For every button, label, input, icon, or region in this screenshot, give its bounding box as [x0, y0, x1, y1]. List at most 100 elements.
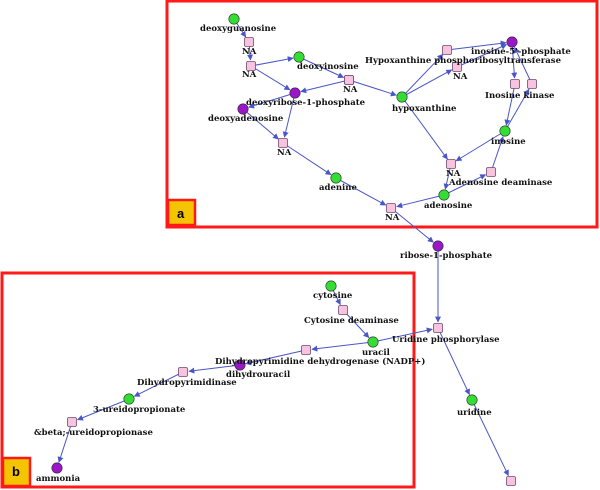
metabolite-label-ribose1p: ribose-1-phosphate: [400, 251, 493, 261]
metabolite-label-ammonia: ammonia: [36, 474, 81, 484]
edge-uracil-to-dpyd: [311, 341, 374, 352]
reaction-label-beta_ureidopropionase: &beta;-ureidopropionase: [34, 428, 153, 438]
edge-na_mid-to-deoxyribose1p: [300, 79, 350, 94]
metabolite-node-adenine[interactable]: [330, 172, 342, 184]
reaction-node-na2[interactable]: [246, 61, 256, 71]
metabolite-node-hypoxanthine[interactable]: [396, 91, 408, 103]
edge-na_mid-to-hypoxanthine: [348, 79, 397, 97]
panel-a-letter: a: [177, 206, 185, 221]
edge-deoxyribose1p-to-deoxyadenosine: [248, 92, 296, 109]
edge-dpyd-to-dihydrouracil: [245, 349, 307, 366]
reaction-node-na3[interactable]: [278, 138, 288, 148]
metabolite-node-deoxyadenosine[interactable]: [237, 103, 249, 115]
panel-a-frame: [165, 0, 599, 229]
metabolite-node-uridine[interactable]: [466, 394, 478, 406]
reaction-label-na1: NA: [242, 47, 257, 57]
reaction-label-dpyd: Dihydropyrimidine dehydrogenase (NADP+): [215, 356, 425, 367]
edge-hypoxanthine-to-na5: [401, 96, 448, 160]
metabolite-label-inosine: inosine: [491, 137, 526, 147]
reaction-label-inosine_kinase: Inosine kinase: [485, 91, 555, 101]
reaction-node-na6[interactable]: [344, 75, 354, 85]
metabolite-label-hypoxanthine: hypoxanthine: [392, 104, 457, 114]
edge-ada-to-inosine: [490, 136, 505, 173]
reaction-node-dihydropyrimidinase[interactable]: [178, 367, 188, 377]
edge-hprt_b-to-imp: [456, 43, 508, 68]
edge-dihydropyrimidinase-to-ureidopropionate: [133, 371, 184, 397]
reaction-node-bottom_reaction[interactable]: [506, 476, 516, 486]
edge-deoxyribose1p-to-na3: [282, 92, 296, 138]
edge-ureidopropionate-to-beta_ureidopropionase: [77, 398, 130, 421]
panel-b-letter: b: [12, 464, 20, 479]
metabolite-node-dihydrouracil[interactable]: [234, 359, 246, 371]
edge-inosine-to-na5: [455, 130, 506, 162]
reaction-node-uridine_phosphorylase[interactable]: [433, 323, 443, 333]
reaction-label-na6: NA: [343, 85, 358, 95]
edge-cytosine_deaminase-to-uracil: [342, 309, 370, 339]
nodes-layer: [51, 13, 537, 486]
metabolite-label-deoxyadenosine: deoxyadenosine: [208, 114, 284, 124]
metabolite-node-ribose1p[interactable]: [432, 240, 444, 252]
reaction-node-cytosine_deaminase[interactable]: [338, 305, 348, 315]
edge-hprt_a-to-imp: [446, 40, 507, 51]
metabolite-label-deoxyribose1p: deoxyribose-1-phosphate: [246, 98, 366, 108]
reaction-label-ada: Adenosine deaminase: [448, 178, 553, 188]
metabolite-label-adenosine: adenosine: [424, 201, 473, 211]
panel-a-badge: a: [166, 198, 197, 227]
reaction-node-beta_ureidopropionase[interactable]: [67, 417, 77, 427]
metabolite-label-ureidopropionate: 3-ureidopropionate: [93, 405, 186, 415]
panel-b-frame: [0, 271, 416, 489]
reaction-node-na1[interactable]: [244, 37, 254, 47]
metabolite-node-adenosine[interactable]: [438, 189, 450, 201]
metabolite-node-imp[interactable]: [506, 36, 518, 48]
edge-imp-to-inosine_kinase: [511, 41, 518, 79]
edge-na3-to-adenine: [282, 142, 332, 176]
reaction-label-hprt_b: NA: [453, 72, 468, 82]
edge-inosine_kinase-to-inosine: [504, 83, 516, 126]
panel-b-badge: b: [1, 456, 32, 488]
reaction-label-na5: NA: [446, 169, 461, 179]
metabolite-node-inosine[interactable]: [499, 125, 511, 137]
metabolite-label-deoxyguanosine: deoxyguanosine: [200, 24, 277, 34]
metabolite-label-adenine: adenine: [319, 183, 357, 193]
metabolite-node-cytosine[interactable]: [325, 280, 337, 292]
edge-uridine-to-bottom_reaction: [471, 399, 509, 477]
reaction-node-inosine_kinase_b[interactable]: [527, 79, 537, 89]
reaction-node-hprt_b[interactable]: [452, 62, 462, 72]
metabolite-label-imp: inosine-5'-phosphate: [471, 47, 571, 57]
metabolite-node-deoxyribose1p[interactable]: [289, 87, 301, 99]
metabolite-node-deoxyinosine[interactable]: [293, 51, 305, 63]
reaction-label-uridine_phosphorylase: Uridine phosphorylase: [392, 335, 500, 345]
edge-adenosine-to-na4: [396, 194, 445, 209]
edge-uracil-to-uridine_phosphorylase: [372, 327, 433, 343]
reaction-label-na2: NA: [242, 70, 257, 80]
reaction-node-dpyd[interactable]: [301, 345, 311, 355]
reaction-label-dihydropyrimidinase: Dihydropyrimidinase: [137, 378, 237, 388]
metabolite-node-ammonia[interactable]: [51, 462, 63, 474]
metabolite-label-deoxyinosine: deoxyinosine: [297, 62, 359, 72]
edge-adenosine-to-ada: [443, 174, 487, 196]
reaction-node-na5[interactable]: [446, 159, 456, 169]
metabolite-node-deoxyguanosine[interactable]: [228, 13, 240, 25]
metabolite-node-uracil[interactable]: [367, 336, 379, 348]
reaction-node-ada[interactable]: [486, 167, 496, 177]
edge-na4-to-ribose1p: [390, 207, 434, 243]
edge-hypoxanthine-to-hprt_b: [401, 69, 453, 98]
metabolite-node-ureidopropionate[interactable]: [123, 393, 135, 405]
edge-na2-to-deoxyribose1p: [250, 65, 291, 91]
reaction-node-na4[interactable]: [386, 203, 396, 213]
edge-na2-to-deoxyinosine: [250, 56, 294, 67]
reaction-label-na4: NA: [385, 213, 400, 223]
reaction-node-inosine_kinase[interactable]: [510, 79, 520, 89]
edge-adenine-to-na4: [335, 177, 387, 206]
reaction-node-hprt_a[interactable]: [442, 45, 452, 55]
metabolite-label-uridine: uridine: [457, 408, 492, 418]
edges-layer: [57, 18, 533, 477]
edge-hypoxanthine-to-hprt_a: [401, 53, 444, 98]
reaction-label-hprt_a: Hypoxanthine phosphoribosyltransferase: [365, 56, 562, 66]
labels-layer: deoxyguanosine deoxyinosine deoxyribose-1-…: [34, 24, 571, 484]
edge-deoxyadenosine-to-na3: [242, 108, 279, 140]
edge-beta_ureidopropionase-to-ammonia: [57, 421, 73, 463]
metabolite-label-dihydrouracil: dihydrouracil: [226, 370, 291, 380]
reaction-label-na3: NA: [277, 148, 292, 158]
